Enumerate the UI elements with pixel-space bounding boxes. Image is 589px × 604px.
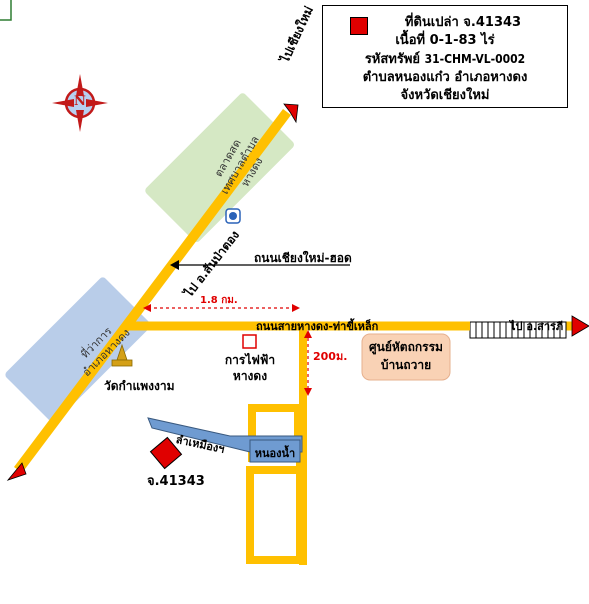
distance-arrowhead-bottom — [304, 388, 312, 396]
label-hangdong-thakhilek-road: ถนนสายหางดง-ท่าขี้เหล็ก — [256, 320, 379, 333]
pond — [249, 439, 301, 463]
distance-arrowhead-left — [143, 304, 151, 312]
compass-letter: N — [74, 94, 86, 109]
temple-icon — [111, 343, 133, 367]
title-line3-code: 31-CHM-VL-0002 — [424, 52, 526, 66]
label-electricity: การไฟฟ้า หางดง — [224, 353, 276, 383]
local-roads — [246, 404, 304, 564]
main-diagonal-road — [14, 108, 291, 474]
label-to-saraphi: ไป อ.สารภี — [510, 320, 564, 333]
label-distance-vertical: 200ม. — [313, 350, 348, 363]
title-box: ที่ดินเปล่า จ.41343 เนื้อที่ 0-1-83 ไร่ … — [322, 5, 568, 108]
craft-center-box — [361, 333, 451, 381]
arrow-to-saraphi — [571, 315, 589, 337]
label-plot: จ.41343 — [147, 474, 205, 489]
label-pond: หนองน้ำ — [254, 447, 296, 460]
district-office-area — [5, 277, 151, 423]
corner-mark — [0, 0, 12, 21]
distance-arrowhead-top — [304, 330, 312, 338]
title-line1: ที่ดินเปล่า จ.41343 — [404, 15, 522, 30]
label-cm-hot-road: ถนนเชียงใหม่-ฮอด — [254, 251, 352, 265]
label-craft-center: ศูนย์หัตถกรรม บ้านถวาย — [369, 340, 443, 372]
label-temple: วัดกำแพงงาม — [104, 379, 175, 393]
title-line2: เนื้อที่ 0-1-83 ไร่ — [395, 33, 495, 48]
title-red-square — [350, 17, 368, 35]
title-line5: จังหวัดเชียงใหม่ — [400, 88, 490, 103]
plot-marker — [149, 436, 183, 470]
electricity-marker — [242, 334, 257, 349]
bank-icon — [225, 208, 241, 224]
title-line4: ตำบลหนองแก๋ว อำเภอหางดง — [362, 70, 528, 85]
arrow-to-chiang-mai — [283, 103, 299, 124]
cm-hot-road-arrowhead — [170, 260, 179, 270]
title-line3: รหัสทรัพย์ 31-CHM-VL-0002 — [323, 50, 567, 69]
market-area — [145, 93, 295, 243]
title-line3-prefix: รหัสทรัพย์ — [364, 52, 425, 67]
arrow-to-san-pa-tong — [6, 462, 27, 481]
distance-arrowhead-right — [292, 304, 300, 312]
compass-icon — [52, 74, 108, 132]
label-distance-horizontal: 1.8 กม. — [200, 295, 238, 306]
road-hatching — [469, 321, 567, 339]
